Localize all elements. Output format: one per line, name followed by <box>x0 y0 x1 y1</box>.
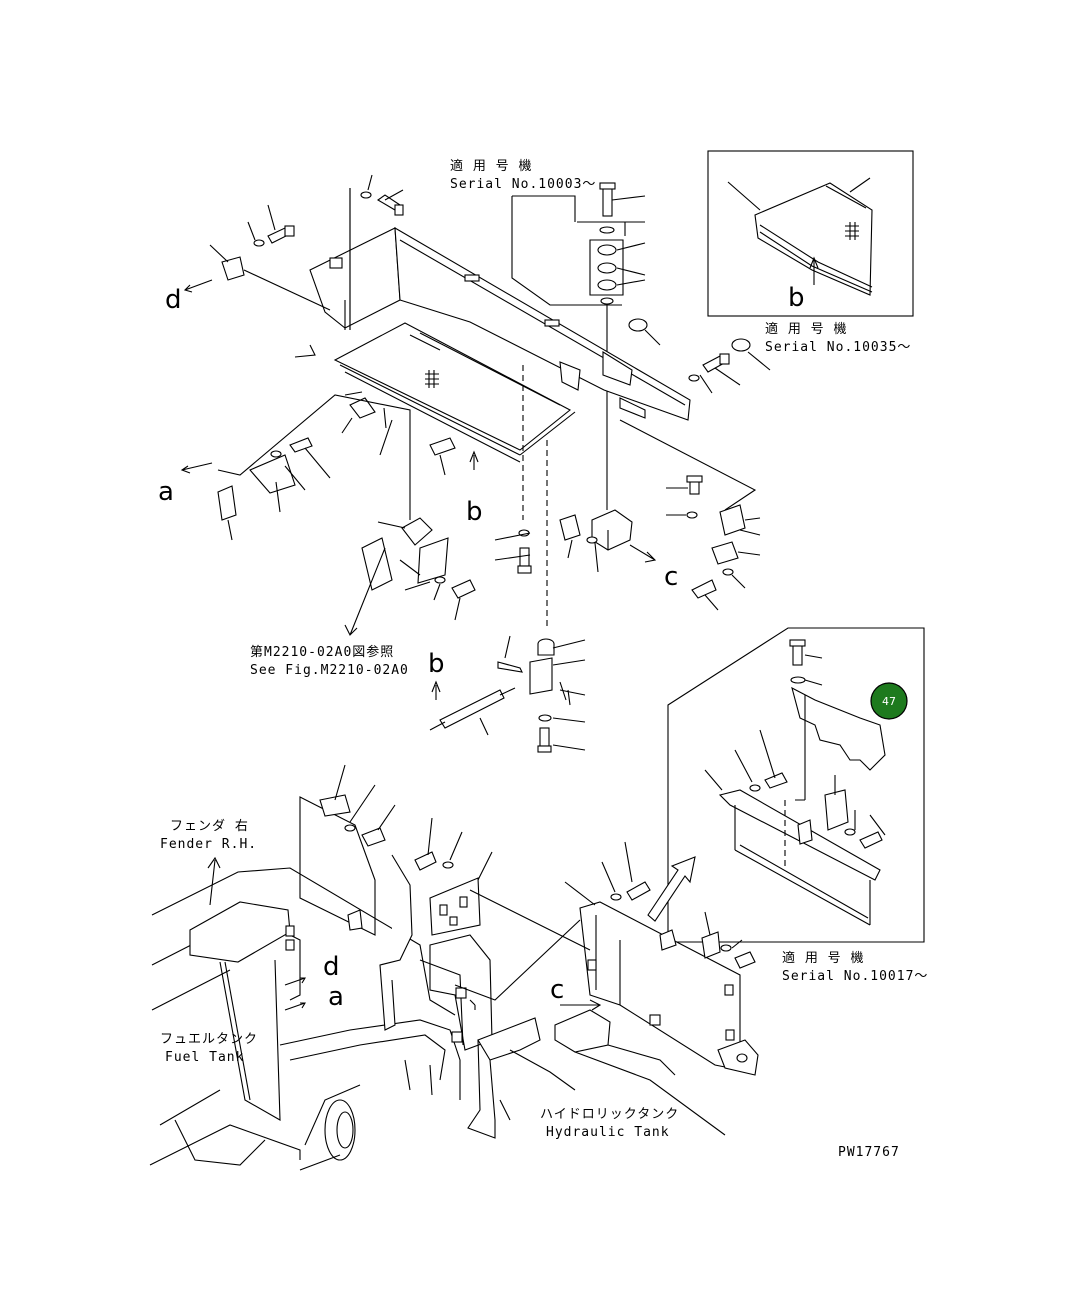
upper-cover-assembly <box>294 188 691 630</box>
view-marker-b2: b <box>428 649 445 679</box>
fender-jp: フェンダ 右 <box>170 819 249 834</box>
view-marker-a1: a <box>158 477 174 507</box>
center-bolt-column <box>494 529 532 574</box>
fender-en: Fender R.H. <box>160 837 257 852</box>
badge-circle[interactable] <box>870 682 908 720</box>
upper-hardware-column <box>511 182 646 510</box>
view-marker-d1: d <box>165 285 182 315</box>
upper-left-hardware: d <box>165 174 404 330</box>
lower-machine-body: d a <box>149 764 759 1171</box>
fig-ref-bracket <box>344 517 476 636</box>
serial-inset-jp: 適 用 号 機 <box>765 321 847 337</box>
arrow-to-inset <box>647 856 696 922</box>
serial-top: Serial No.10003〜 <box>450 177 596 192</box>
inset-top-right: b <box>707 150 914 317</box>
latch-left: a b <box>158 391 483 541</box>
gas-strut-assembly: b <box>428 635 586 753</box>
right-hinge-parts <box>619 419 761 611</box>
hyd-jp: ハイドロリックタンク <box>540 1107 679 1122</box>
serial-bottom: Serial No.10017〜 <box>782 969 928 984</box>
view-marker-a2: a <box>328 982 344 1012</box>
fuel-jp: フュエルタンク <box>160 1032 258 1047</box>
view-marker-c2: c <box>550 975 564 1005</box>
serial-top-jp: 適 用 号 機 <box>450 158 532 174</box>
fuel-en: Fuel Tank <box>165 1050 244 1065</box>
view-marker-d2: d <box>323 952 340 982</box>
fig-ref-jp: 第M2210-02A0図参照 <box>250 644 394 660</box>
serial-inset: Serial No.10035〜 <box>765 340 911 355</box>
fig-ref-en: See Fig.M2210-02A0 <box>250 663 409 678</box>
upper-right-hardware <box>628 318 771 394</box>
hinge-block: c <box>559 509 678 592</box>
callout-badge[interactable]: 47 <box>870 682 908 720</box>
serial-bottom-jp: 適 用 号 機 <box>782 950 864 966</box>
view-marker-b3: b <box>788 283 805 313</box>
drawing-number: PW17767 <box>838 1145 900 1160</box>
view-marker-b1: b <box>466 497 483 527</box>
inset-bottom-right <box>667 627 925 943</box>
view-marker-c1: c <box>664 562 678 592</box>
badge-label[interactable]: 47 <box>882 695 896 708</box>
hyd-en: Hydraulic Tank <box>546 1125 670 1140</box>
